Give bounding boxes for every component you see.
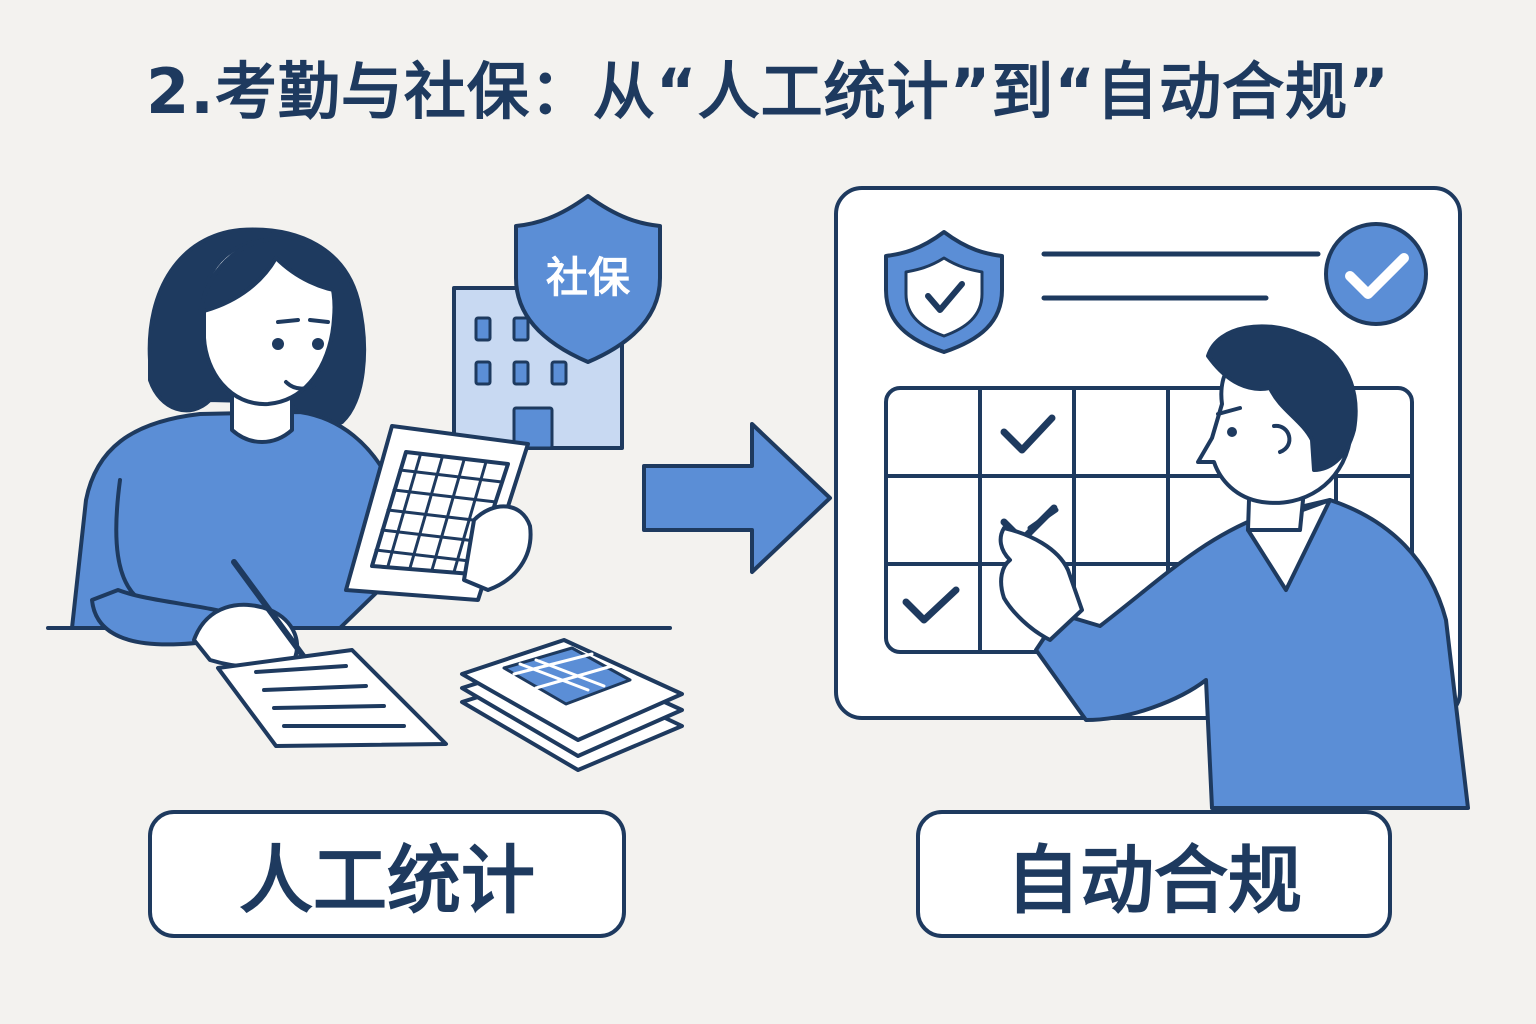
- transition-arrow-icon: [642, 422, 832, 574]
- shield-check-icon: [884, 230, 1004, 354]
- shield-badge-text: 社保: [546, 253, 631, 302]
- paper-document-icon: [216, 648, 448, 748]
- pen-icon: [231, 559, 315, 671]
- checkmark-icon: [902, 586, 960, 624]
- page-title: 2.考勤与社保：从“人工统计”到“自动合规”: [146, 55, 1390, 128]
- checkmark-icon: [1000, 414, 1056, 454]
- woman-figure: [70, 227, 412, 630]
- auto-compliance-label: 自动合规: [916, 810, 1392, 938]
- pointing-finger: [1027, 507, 1059, 531]
- social-security-shield-icon: 社保: [514, 194, 662, 364]
- timesheet-stack-icon: [460, 638, 684, 772]
- woman-right-hand: [462, 504, 533, 592]
- check-circle-icon: [1324, 222, 1428, 326]
- manual-statistics-label: 人工统计: [148, 810, 626, 938]
- man-figure: [998, 324, 1470, 810]
